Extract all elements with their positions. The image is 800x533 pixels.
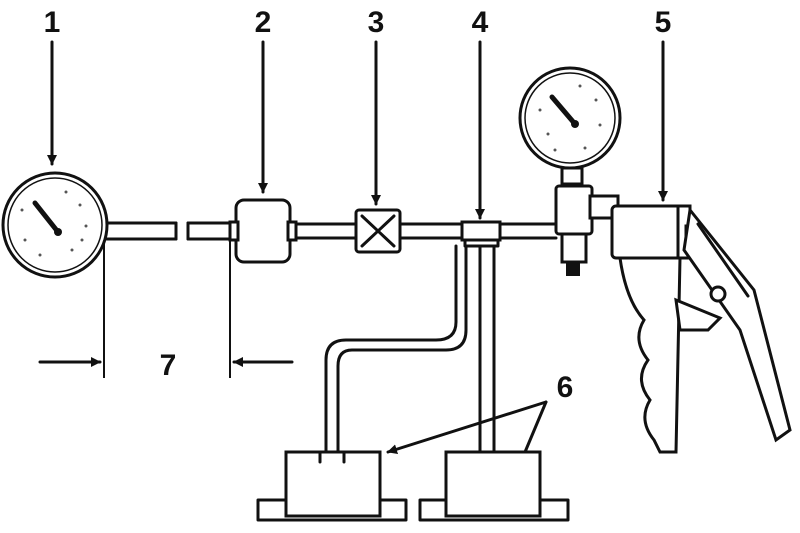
dimension-7 — [38, 240, 294, 378]
label-3: 3 — [368, 6, 385, 39]
container-right — [418, 450, 570, 522]
left-pressure-gauge — [1, 171, 109, 279]
main-hose — [105, 221, 558, 241]
vacuum-hand-pump — [554, 184, 792, 454]
leader-arrows — [47, 40, 668, 466]
pump-pressure-gauge — [518, 66, 622, 186]
label-1: 1 — [44, 6, 61, 39]
check-valve — [354, 208, 402, 254]
label-5: 5 — [655, 6, 672, 39]
label-4: 4 — [472, 6, 489, 39]
label-6: 6 — [557, 371, 574, 404]
container-left — [256, 450, 408, 522]
tee-connector — [460, 220, 502, 248]
inline-filter — [228, 198, 298, 264]
label-7: 7 — [160, 349, 177, 382]
container-hoses — [324, 244, 496, 454]
label-2: 2 — [255, 6, 272, 39]
